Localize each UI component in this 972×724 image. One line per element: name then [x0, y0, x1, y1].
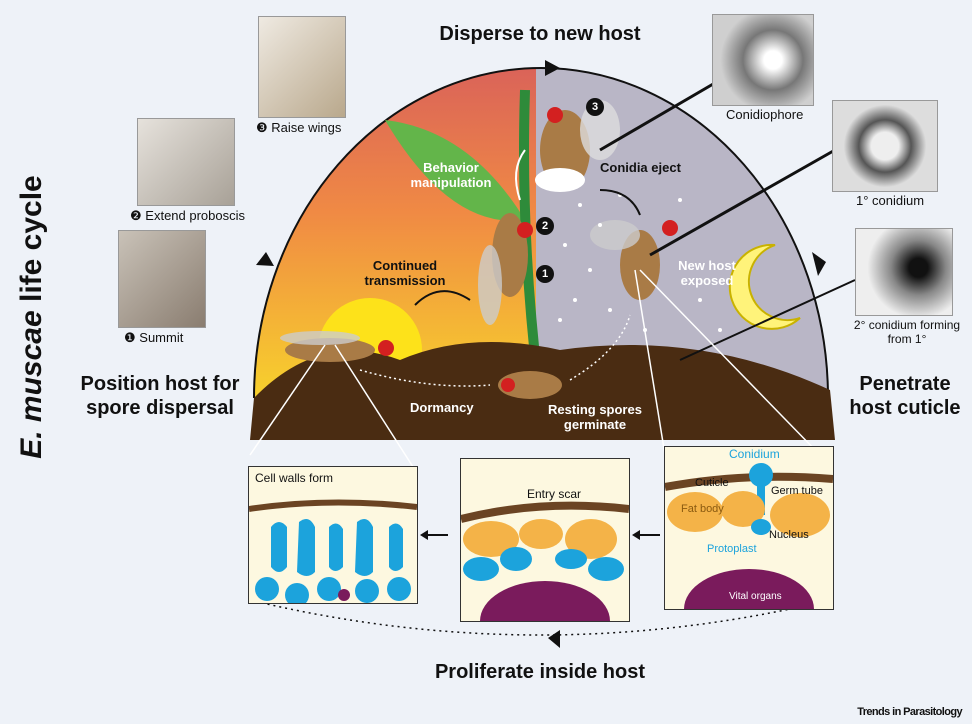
conidiophore-photo [712, 14, 814, 106]
extend-caption: ❷ Extend proboscis [130, 208, 245, 224]
label-behavior: Behavior manipulation [406, 160, 496, 190]
step-2-badge: 2 [536, 217, 554, 235]
conidiophore-caption: Conidiophore [726, 107, 803, 122]
extend-proboscis-photo [137, 118, 235, 206]
fly-dead-soil [498, 371, 562, 399]
raise-caption: ❸ Raise wings [256, 120, 341, 136]
arrow-right-icon [812, 252, 826, 276]
label-resting: Resting spores germinate [540, 402, 650, 432]
primary-conidium-photo [832, 100, 938, 192]
conidium-label: Conidium [729, 447, 780, 461]
germ-tube-label: Germ tube [771, 485, 823, 497]
label-conidia-eject: Conidia eject [600, 160, 681, 175]
panel-penetration: Conidium Cuticle Germ tube Fat body Nucl… [664, 446, 834, 610]
cell-walls-title: Cell walls form [255, 471, 333, 485]
label-position: Position host for spore dispersal [60, 372, 260, 420]
primary-conidium-caption: 1° conidium [856, 193, 924, 208]
secondary-conidium-photo [855, 228, 953, 316]
penetration-art [665, 447, 833, 609]
vital-organs-label: Vital organs [729, 591, 782, 602]
summit-number: ❶ [124, 330, 136, 345]
label-new-host: New host exposed [672, 258, 742, 288]
extend-label: Extend proboscis [145, 208, 245, 223]
step-1-badge: 1 [536, 265, 554, 283]
arrow-left-icon [256, 252, 274, 266]
label-transmission: Continued transmission [360, 258, 450, 288]
summit-caption: ❶ Summit [124, 330, 183, 346]
panel-entry-scar: Entry scar [460, 458, 630, 622]
secondary-conidium-caption: 2° conidium forming from 1° [852, 318, 962, 346]
summit-photo [118, 230, 206, 328]
extend-number: ❷ [130, 208, 142, 223]
raise-label: Raise wings [271, 120, 341, 135]
entry-scar-title: Entry scar [527, 487, 581, 501]
nucleus-label: Nucleus [769, 529, 809, 541]
label-disperse: Disperse to new host [420, 22, 660, 46]
journal-credit: Trends in Parasitology [857, 706, 962, 718]
panel-cell-walls: Cell walls form [248, 466, 418, 604]
entry-scar-art [461, 459, 629, 621]
step-3-badge: 3 [586, 98, 604, 116]
raise-wings-photo [258, 16, 346, 118]
cell-walls-art [249, 467, 417, 603]
arrow-bottom-icon [548, 630, 560, 648]
label-dormancy: Dormancy [410, 400, 474, 415]
fat-body-label: Fat body [681, 503, 724, 515]
protoplast-label: Protoplast [707, 543, 757, 555]
summit-label: Summit [139, 330, 183, 345]
label-proliferate: Proliferate inside host [410, 660, 670, 684]
label-penetrate: Penetrate host cuticle [840, 372, 970, 420]
raise-number: ❸ [256, 120, 268, 135]
cuticle-label: Cuticle [695, 477, 729, 489]
